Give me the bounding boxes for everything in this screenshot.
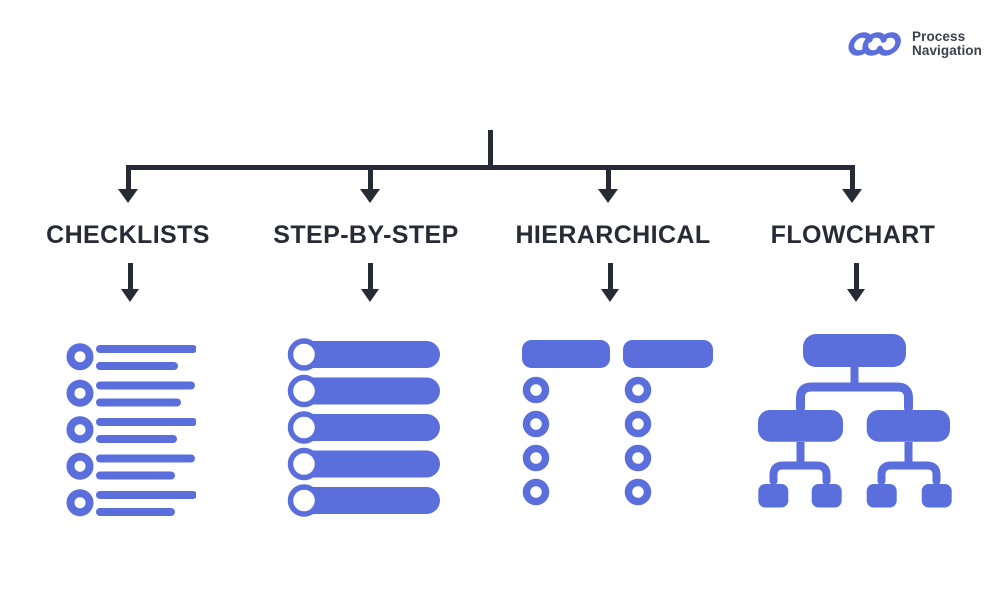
flowchart-icon — [758, 334, 952, 508]
branch-arrow-hierarchical — [598, 170, 618, 203]
brand-name-line1: Process — [911, 28, 966, 44]
branch-arrow-checklists — [118, 170, 138, 203]
arrow-line — [367, 170, 373, 189]
brand: Process Navigation — [846, 29, 982, 59]
arrow-line — [849, 170, 855, 189]
down-arrow-icon — [361, 263, 379, 302]
arrow-head — [118, 189, 138, 203]
arrow-line — [125, 170, 131, 189]
down-arrow-icon — [847, 263, 865, 302]
hierarchy-icon — [522, 340, 713, 506]
branch-arrow-step-by-step — [360, 170, 380, 203]
branch-label-checklists: CHECKLISTS — [46, 221, 210, 249]
root-connector-bar — [126, 165, 855, 170]
branch-arrow-flowchart — [842, 170, 862, 203]
arrow-head — [598, 189, 618, 203]
down-arrow-icon — [601, 263, 619, 302]
branch-label-hierarchical: HIERARCHICAL — [515, 221, 711, 249]
down-arrow-icon — [121, 263, 139, 302]
arrow-line — [605, 170, 611, 189]
steps-icon — [287, 338, 440, 517]
root-connector-stub — [488, 130, 493, 168]
arrow-head — [842, 189, 862, 203]
checklist-icon — [66, 343, 196, 517]
chain-links-icon — [848, 32, 901, 56]
brand-name: Process Navigation — [911, 28, 982, 59]
arrow-head — [360, 189, 380, 203]
branch-label-flowchart: FLOWCHART — [770, 221, 936, 249]
brand-name-line2: Navigation — [911, 43, 982, 58]
branch-label-step-by-step: STEP-BY-STEP — [273, 221, 459, 249]
